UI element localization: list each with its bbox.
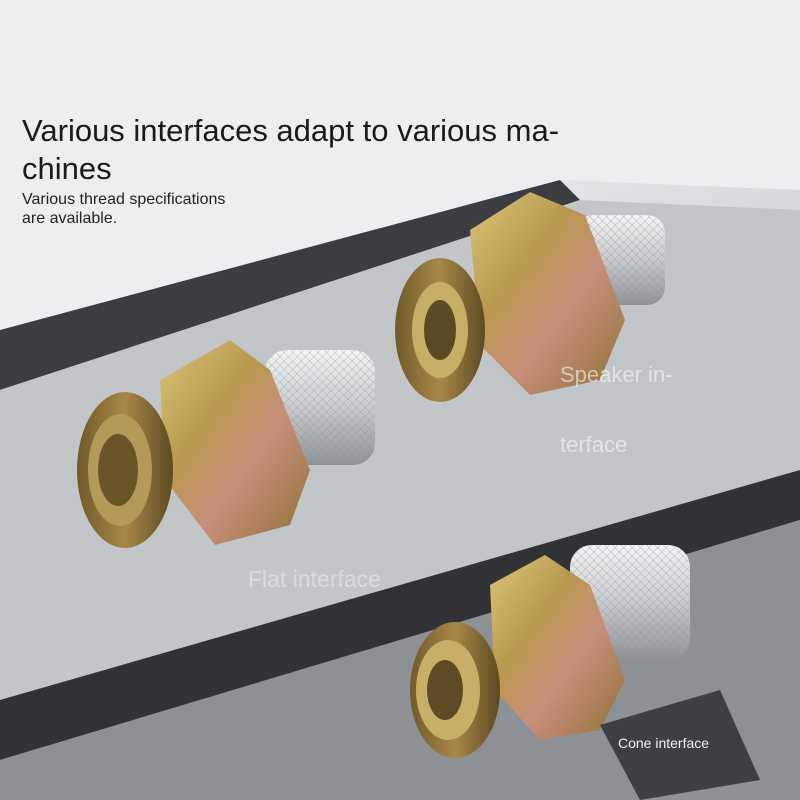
cone-hex-nut [490,555,625,740]
fitting-cone [410,545,690,758]
shelf-top-edge [0,180,580,390]
label-speaker-line-2: terface [560,432,628,457]
headline-line-1: Various interfaces adapt to various ma- [22,113,560,148]
subline-line-2: are available. [22,210,118,227]
cone-label-plate [600,690,760,800]
subline-line-1: Various thread specifications [22,191,226,208]
headline: Various interfaces adapt to various ma- … [22,112,622,188]
fitting-flat [77,340,375,548]
shelf-top-plane [0,0,800,330]
fitting-speaker [395,192,665,402]
headline-line-2: chines [22,151,112,186]
subline: Various thread specifications are availa… [22,190,272,228]
speaker-hex-nut [470,192,625,395]
label-flat-interface: Flat interface [248,566,381,592]
flat-hex-nut [160,340,310,545]
label-cone-interface: Cone interface [618,735,710,751]
shelf-middle-edge [0,470,800,760]
label-speaker-line-1: Speaker in- [560,362,673,387]
